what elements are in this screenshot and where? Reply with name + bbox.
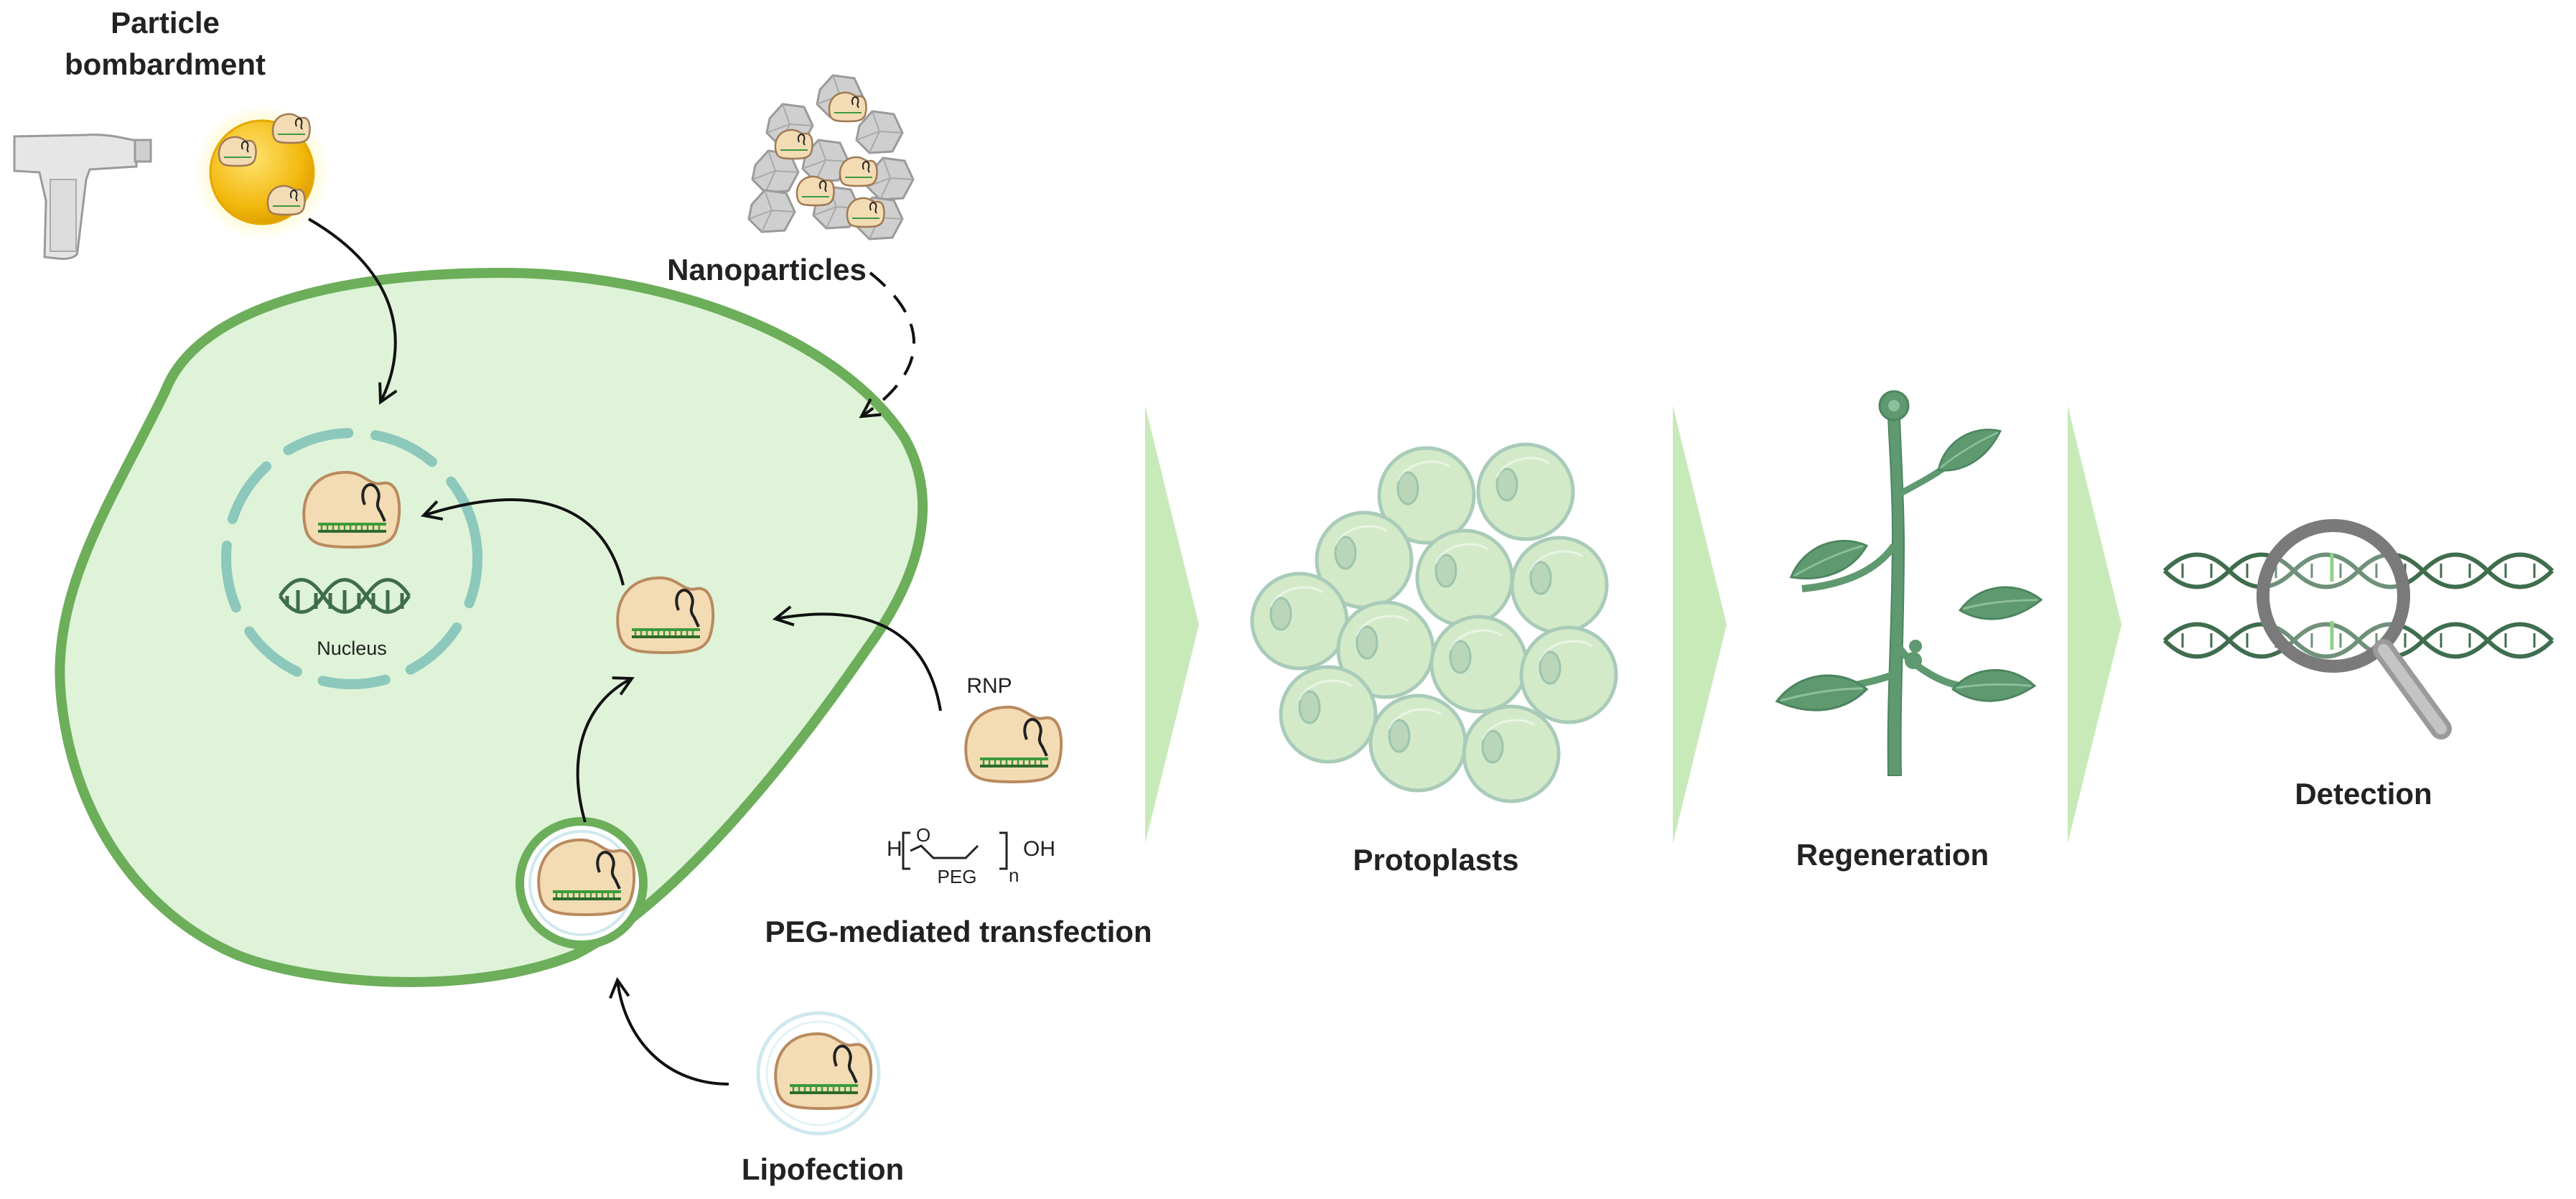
- arrow-nanoparticles-to-cell: [859, 271, 915, 419]
- arrow-peg-to-cytoplasm: [772, 605, 942, 712]
- protoplasts-cluster-icon: [1252, 444, 1616, 801]
- lipid-vesicle-in-cell: [515, 817, 648, 949]
- arrow-vesicle-to-cytoplasm: [576, 676, 635, 823]
- arrow-cytoplasm-to-nucleus: [421, 498, 625, 586]
- peg-text: PEG: [938, 866, 977, 887]
- peg-oh: OH: [1023, 837, 1055, 861]
- arrow-bombardment-to-nucleus: [307, 218, 398, 405]
- dna-strands-icon: [2162, 552, 2554, 659]
- rnp-outside-icon: [964, 705, 1063, 783]
- step-arrow-1: [1145, 406, 1199, 844]
- peg-transfection-label: PEG-mediated transfection: [765, 915, 1152, 948]
- rnp-in-nucleus-icon: [302, 470, 401, 549]
- peg-n: n: [1009, 864, 1019, 886]
- liposome-icon: [756, 1011, 881, 1136]
- rnp-label: RNP: [966, 674, 1012, 698]
- particle-bombardment-label-line2: bombardment: [65, 47, 266, 81]
- peg-h: H: [887, 837, 902, 861]
- dna-rungs: [2181, 564, 2536, 648]
- peg-structure: H O OH n PEG: [887, 824, 1055, 887]
- rnp-cytoplasm-icon: [616, 576, 715, 654]
- arrow-lipofection-to-cell: [609, 976, 729, 1086]
- protoplasts-label: Protoplasts: [1353, 843, 1518, 877]
- magnifier-icon: [2257, 519, 2452, 740]
- plant-cell: [55, 267, 928, 987]
- regenerated-plant-icon: [1773, 390, 2044, 776]
- dna-helix-icon: [278, 578, 411, 614]
- step-arrow-3: [2068, 406, 2122, 844]
- particle-bombardment-label-line1: Particle: [111, 6, 220, 39]
- regeneration-label: Regeneration: [1796, 838, 1989, 872]
- gold-particle-icon: [194, 104, 330, 241]
- peg-o: O: [916, 824, 930, 846]
- detection-label: Detection: [2295, 777, 2432, 811]
- gene-gun-icon: [13, 134, 152, 260]
- step-arrow-2: [1673, 406, 1727, 844]
- nucleus-label: Nucleus: [317, 638, 387, 659]
- nanoparticles-cluster-icon: [747, 74, 915, 241]
- nucleus: Nucleus: [221, 428, 482, 689]
- lipofection-label: Lipofection: [742, 1152, 904, 1186]
- nanoparticles-label: Nanoparticles: [667, 253, 867, 286]
